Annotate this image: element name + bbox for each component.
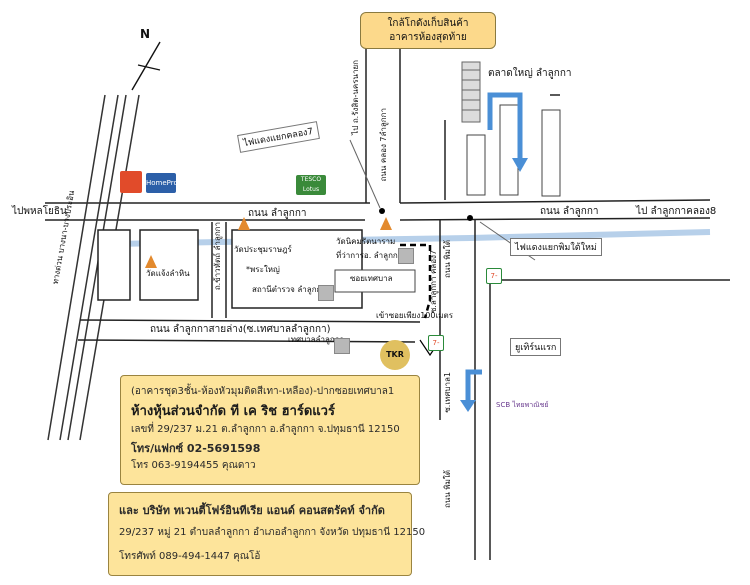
expressway-line-2 [59, 94, 119, 441]
district-building [398, 248, 414, 264]
route-dashed [400, 243, 432, 319]
label-rangsit-lane: ถ.ข้าวหัตถ์ ลำลูกกา [213, 222, 222, 291]
callout-warehouse: ใกล้โกดังเก็บสินค้า อาคารห้องสุดท้าย [360, 12, 496, 49]
label-pimtai-bottom: ถนน พิมใต้ [443, 470, 452, 508]
info-address: เลขที่ 29/237 ม.21 ต.ลำลูกกา อ.ลำลูกกา จ… [131, 424, 400, 435]
label-pimtai: ถนน พิมใต้ [443, 240, 452, 278]
label-lamlukka-klong7: ซ.ลำลูกกา คลอง7 [429, 250, 438, 314]
pagoda-3 [380, 217, 392, 230]
label-wat-prachum: วัดประชุมราษฎร์ [234, 245, 292, 254]
tkr-logo: TKR [380, 340, 410, 370]
label-thesaban-office: เทศบาลลำลูกกา [288, 335, 345, 344]
label-soi-branch: ซ.เทศบาล1 [443, 372, 452, 413]
label-police: สถานีตำรวจ ลำลูกกา [252, 285, 326, 294]
label-wat-sikha: วัดนิคมรัตนาราม [336, 237, 396, 246]
block-right-lower [490, 255, 730, 330]
info2-phone: โทรศัพท์ 089-494-1447 คุณโอ้ [119, 551, 261, 562]
route-market [487, 92, 523, 160]
callout-warehouse-line2: อาคารห้องสุดท้าย [389, 31, 467, 43]
label-lamlukka-top: ถนน ลำลูกกา [248, 208, 307, 219]
info-phone-fax: โทร/แฟกซ์ 02-5691598 [131, 442, 261, 455]
label-to-lamlukka-klong: ไป ลำลูกกาคลอง8 [636, 206, 717, 217]
label-wat-samhin: วัดแจ้งลำหิน [146, 269, 190, 278]
info-company: ห้างหุ้นส่วนจำกัด ที เค ริช ฮาร์ดแวร์ [131, 404, 335, 419]
big-c-logo [120, 171, 142, 193]
tesco-logo: TESCO Lotus [296, 175, 326, 195]
info2-company: และ บริษัท ทเวนตี้โฟร์อินทีเรีย แอนด์ คอ… [119, 504, 385, 517]
info-box-shop: (อาคารชุด3ชั้น-ห้องหัวมุมติดสีเทา-เหลือง… [120, 375, 420, 485]
label-lower-street: ถนน ลำลูกกาสายล่าง(ซ.เทศบาลลำลูกกา) [150, 324, 331, 335]
label-to-rangsit: ไป ถ.รังสิต-นครนายก [351, 60, 360, 135]
police-building [318, 285, 334, 301]
traffic-light-klong7-dot [379, 208, 385, 214]
traffic-light-pimtai: ไฟแดงแยกพิมใต้ใหม่ [510, 238, 602, 256]
label-district: ที่ว่าการอ. ลำลูกกา [336, 251, 403, 260]
info-box-company2: และ บริษัท ทเวนตี้โฟร์อินทีเรีย แอนด์ คอ… [108, 492, 425, 576]
pagoda-2 [238, 217, 250, 230]
scb-logo: SCB ไทยพาณิชย์ [496, 401, 549, 409]
block-left [97, 229, 131, 301]
market-block-2 [499, 104, 519, 196]
market-block-3 [541, 109, 561, 197]
thesaban-building [334, 338, 350, 354]
homepro-logo: HomePro [146, 173, 178, 193]
canal [109, 229, 711, 247]
route-uturn [465, 369, 482, 400]
road-lamlukka-top-3 [399, 199, 711, 204]
info2-address: 29/237 หมู่ 21 ตำบลลำลูกกา อำเภอลำลูกกา … [119, 527, 426, 538]
market-block-1 [466, 134, 486, 196]
road-lower-1 [79, 319, 421, 323]
label-phra-yai: *พระใหญ่ [246, 265, 280, 274]
label-to-phahon: ไปพหลโยธิน [12, 206, 67, 217]
label-soi-thesaban: ซอยเทศบาล [350, 274, 393, 283]
label-market: ตลาดใหญ่ ลำลูกกา [488, 68, 572, 79]
callout-warehouse-line1: ใกล้โกดังเก็บสินค้า [387, 18, 469, 29]
road-lamlukka-top-4 [399, 217, 711, 221]
traffic-light-pimtai-dot [467, 215, 473, 221]
info-line1: (อาคารชุด3ชั้น-ห้องหัวมุมติดสีเทา-เหลือง… [131, 386, 395, 397]
label-lamlukka-top-right: ถนน ลำลูกกา [540, 206, 599, 217]
compass-line [131, 41, 161, 91]
info-mobile: โทร 063-9194455 คุณดาว [131, 460, 256, 471]
block-soi-thesaban [334, 269, 416, 293]
market-building [461, 61, 481, 123]
expressway-line-3 [67, 94, 127, 441]
seven-eleven-icon-b: 7-ELEVEN [428, 335, 444, 351]
label-enter-soi: เข้าซอยเพียง100เมตร [376, 311, 453, 320]
expressway-line-1 [47, 94, 106, 441]
pagoda-1 [145, 255, 157, 268]
road-lower-2 [77, 339, 416, 343]
compass-label: N [140, 27, 151, 41]
label-klong7: ถนน คลอง 7ลำลูกกา [379, 108, 388, 182]
seven-eleven-icon-a: 7-ELEVEN [486, 268, 502, 284]
traffic-light-uturn: ยูเทิร์นแรก [510, 338, 562, 356]
block-wat-prachum [231, 229, 363, 309]
